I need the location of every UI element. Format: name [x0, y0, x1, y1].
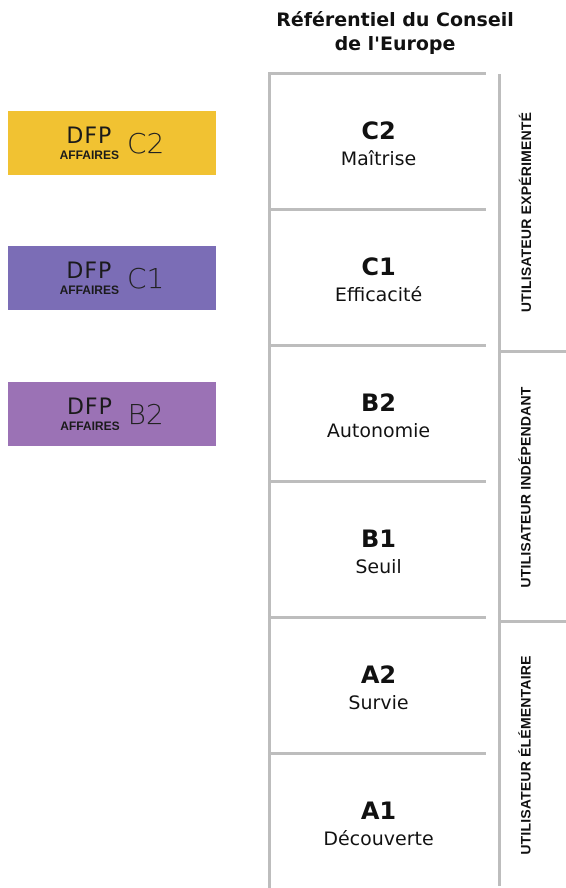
level-name: Maîtrise: [340, 147, 417, 170]
level-cell-a2: A2 Survie: [268, 616, 486, 752]
dfp-brand: DFP: [66, 394, 113, 420]
group-proficient: UTILISATEUR EXPÉRIMENTÉ: [501, 74, 551, 350]
group-label: UTILISATEUR INDÉPENDANT: [518, 385, 534, 588]
level-code: B2: [361, 388, 396, 417]
dfp-sub: AFFAIRES: [60, 418, 120, 433]
dfp-logo: DFP AFFAIRES: [59, 258, 119, 297]
level-code: C1: [361, 252, 396, 281]
dfp-badge-b2: DFP AFFAIRES B2: [8, 382, 216, 446]
group-independent: UTILISATEUR INDÉPENDANT: [501, 353, 551, 620]
dfp-level: B2: [127, 397, 164, 431]
level-name: Seuil: [355, 555, 402, 578]
group-label: UTILISATEUR EXPÉRIMENTÉ: [518, 111, 535, 313]
dfp-level: C1: [126, 261, 165, 295]
level-cell-a1: A1 Découverte: [268, 752, 486, 888]
dfp-level: C2: [126, 126, 165, 160]
group-divider: [501, 620, 566, 623]
dfp-badge-c2: DFP AFFAIRES C2: [8, 111, 216, 175]
dfp-brand: DFP: [66, 258, 113, 284]
framework-title-line2: de l'Europe: [334, 33, 456, 55]
level-code: B1: [361, 524, 396, 553]
dfp-brand: DFP: [66, 123, 113, 149]
level-cell-b1: B1 Seuil: [268, 480, 486, 616]
level-name: Survie: [348, 691, 409, 714]
level-name: Autonomie: [326, 419, 431, 442]
framework-title: Référentiel du Conseil de l'Europe: [268, 8, 522, 56]
group-label: UTILISATEUR ÉLÉMENTAIRE: [518, 654, 534, 855]
group-divider: [501, 350, 566, 353]
dfp-sub: AFFAIRES: [59, 147, 119, 162]
level-code: C2: [361, 116, 396, 145]
level-column: C2 Maîtrise C1 Efficacité B2 Autonomie B…: [268, 72, 486, 888]
level-cell-c1: C1 Efficacité: [268, 208, 486, 344]
dfp-logo: DFP AFFAIRES: [59, 123, 119, 162]
dfp-logo: DFP AFFAIRES: [60, 394, 120, 433]
level-code: A2: [360, 660, 397, 689]
framework-title-line1: Référentiel du Conseil: [276, 9, 514, 31]
level-cell-c2: C2 Maîtrise: [268, 72, 486, 208]
dfp-badge-c1: DFP AFFAIRES C1: [8, 246, 216, 310]
group-divider: [498, 74, 501, 886]
level-code: A1: [360, 796, 397, 825]
level-cell-b2: B2 Autonomie: [268, 344, 486, 480]
group-basic: UTILISATEUR ÉLÉMENTAIRE: [501, 623, 551, 886]
level-name: Découverte: [323, 827, 434, 850]
dfp-sub: AFFAIRES: [59, 282, 119, 297]
level-name: Efficacité: [334, 283, 423, 306]
